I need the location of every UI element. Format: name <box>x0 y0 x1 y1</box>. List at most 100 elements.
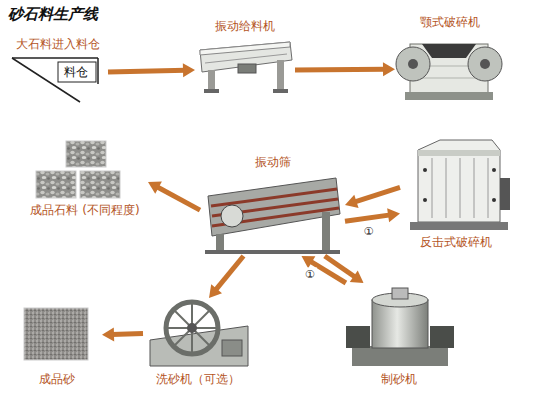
aggregate-samples <box>66 141 106 167</box>
vibrating-screen-figure <box>205 250 340 254</box>
jaw-crusher-figure <box>480 59 490 69</box>
impact-crusher-figure <box>423 168 427 172</box>
sand-washer-figure <box>222 340 242 356</box>
sand-washer-figure <box>150 302 248 366</box>
hopper-outline <box>12 58 98 102</box>
vibrating-feeder: 振动给料机 <box>195 18 295 98</box>
arrow-head <box>102 327 114 341</box>
finished-aggregate: 成品石料 (不同程度) <box>22 138 148 218</box>
machine-label: 大石料进入料仓 <box>16 36 100 52</box>
machine-label: 颚式破碎机 <box>420 14 480 30</box>
vibrating-feeder-figure <box>238 64 256 73</box>
vibrating-feeder-figure <box>204 89 219 93</box>
vibrating-screen-figure <box>322 212 330 250</box>
flow-arrow-shaft <box>345 215 390 221</box>
flow-arrow-shaft <box>295 67 385 73</box>
flow-arrow-shaft <box>112 331 143 337</box>
flow-arrow <box>102 327 143 341</box>
impact-crusher-figure <box>500 178 510 210</box>
flow-arrow <box>108 63 195 77</box>
jaw-crusher-figure <box>468 47 502 81</box>
flow-arrow-shaft <box>215 256 243 291</box>
jaw-crusher-figure <box>405 92 493 100</box>
machine-label: 振动给料机 <box>215 18 275 34</box>
flow-arrow <box>302 256 346 283</box>
vibrating-screen-figure <box>208 178 340 236</box>
flow-arrow-shaft <box>108 70 185 72</box>
sand-maker-figure <box>352 346 448 366</box>
arrow-head <box>387 208 400 222</box>
sand-washer-figure <box>187 323 197 333</box>
impact-crusher-figure <box>492 198 496 202</box>
sand-maker-figure <box>346 288 454 366</box>
vibrating-screen-figure <box>211 189 337 206</box>
jaw-crusher-figure <box>396 47 430 81</box>
callout-number: ① <box>362 225 376 238</box>
arrow-head <box>209 284 222 298</box>
machine-label: 制砂机 <box>381 371 417 387</box>
hopper-outline <box>97 58 99 84</box>
arrow-head <box>350 270 364 283</box>
impact-crusher-figure <box>418 140 500 222</box>
flow-arrow <box>325 256 364 283</box>
vibrating-feeder-figure <box>273 89 288 93</box>
arrow-head <box>148 182 162 194</box>
vibrating-feeder-figure <box>208 70 215 90</box>
vibrating-feeder-figure <box>200 42 292 93</box>
flow-arrow <box>295 62 395 76</box>
sand-sample <box>24 308 88 360</box>
sand-maker-figure <box>430 326 454 348</box>
impact-crusher-figure <box>446 158 447 218</box>
hopper-outline <box>58 62 96 82</box>
vibrating-screen-figure <box>216 234 224 250</box>
flow-arrow <box>148 182 200 211</box>
jaw-crusher: 颚式破碎机 <box>395 14 505 106</box>
sand-washer-figure <box>175 311 209 345</box>
jaw-crusher-figure <box>396 44 502 100</box>
sand-maker: 制砂机 <box>340 283 458 387</box>
machine-label: 振动筛 <box>255 154 291 170</box>
flow-arrow <box>345 208 400 222</box>
aggregate-samples <box>36 171 76 198</box>
hopper-outline <box>12 57 98 59</box>
flow-arrow <box>209 256 244 298</box>
arrow-head <box>383 62 395 76</box>
vibrating-screen-figure <box>221 205 243 227</box>
flow-arrow-shaft <box>354 187 400 202</box>
aggregate-samples <box>36 141 120 198</box>
sand-maker-figure <box>346 326 370 348</box>
machine-label: 反击式破碎机 <box>420 234 492 250</box>
impact-crusher-figure <box>460 158 461 218</box>
vibrating-feeder-figure <box>205 54 287 63</box>
impact-crusher-figure <box>423 198 427 202</box>
aggregate-samples <box>80 171 120 198</box>
machine-label: 洗砂机（可选） <box>156 371 240 387</box>
hopper-bin: 大石料进入料仓料仓 <box>8 36 108 108</box>
sand-washer-figure <box>175 311 209 345</box>
finished-sand: 成品砂 <box>12 300 102 387</box>
machine-label: 成品砂 <box>39 371 75 387</box>
jaw-crusher-figure <box>422 44 476 58</box>
diagram-title: 砂石料生产线 <box>8 5 98 24</box>
vibrating-feeder-figure <box>200 42 290 55</box>
arrow-head <box>183 63 195 77</box>
jaw-crusher-figure <box>420 78 478 79</box>
impact-crusher-figure <box>432 158 433 218</box>
impact-crusher-figure <box>418 150 500 156</box>
impact-crusher-figure <box>410 140 510 230</box>
impact-crusher: 反击式破碎机 <box>400 136 512 250</box>
flow-arrow <box>345 187 400 208</box>
hopper-outline <box>12 58 80 102</box>
callout-number: ① <box>303 267 317 280</box>
sand-washer: 洗砂机（可选） <box>143 298 253 387</box>
arrow-head <box>345 195 359 208</box>
impact-crusher-figure <box>474 158 475 218</box>
machine-label: 成品石料 (不同程度) <box>30 202 139 218</box>
vibrating-screen-figure <box>205 178 340 254</box>
impact-crusher-figure <box>492 168 496 172</box>
sand-sample <box>24 308 88 360</box>
sand-washer-figure <box>166 302 218 354</box>
sand-maker-figure <box>392 288 408 299</box>
